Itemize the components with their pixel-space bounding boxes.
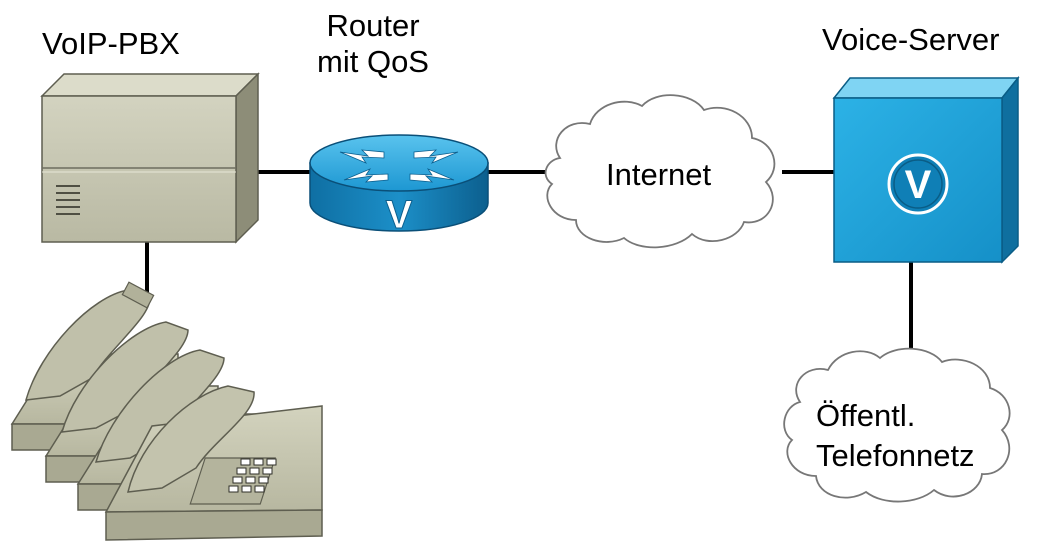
server-v-symbol: V xyxy=(905,163,932,207)
internet-label: Internet xyxy=(606,157,712,192)
phones-icon xyxy=(10,281,323,541)
voice-server-label: Voice-Server xyxy=(822,22,1000,57)
voice-server-icon: V xyxy=(832,75,1020,264)
router-label-line2: mit QoS xyxy=(317,44,429,79)
pbx-icon xyxy=(40,72,260,244)
keypad-icon xyxy=(228,458,277,493)
router-v-symbol: V xyxy=(386,193,413,237)
pbx-label: VoIP-PBX xyxy=(42,26,180,61)
internet-cloud-icon xyxy=(544,94,776,249)
pstn-label-line1: Öffentl. xyxy=(816,398,916,433)
pstn-label-line2: Telefonnetz xyxy=(816,438,975,473)
pstn-cloud-icon xyxy=(783,347,1011,503)
router-label-line1: Router xyxy=(326,8,420,43)
phone-4 xyxy=(104,385,323,541)
router-label: Router mit QoS xyxy=(298,8,448,80)
pstn-label: Öffentl. Telefonnetz xyxy=(816,396,975,476)
links xyxy=(145,170,913,372)
router-icon: V xyxy=(309,134,489,238)
